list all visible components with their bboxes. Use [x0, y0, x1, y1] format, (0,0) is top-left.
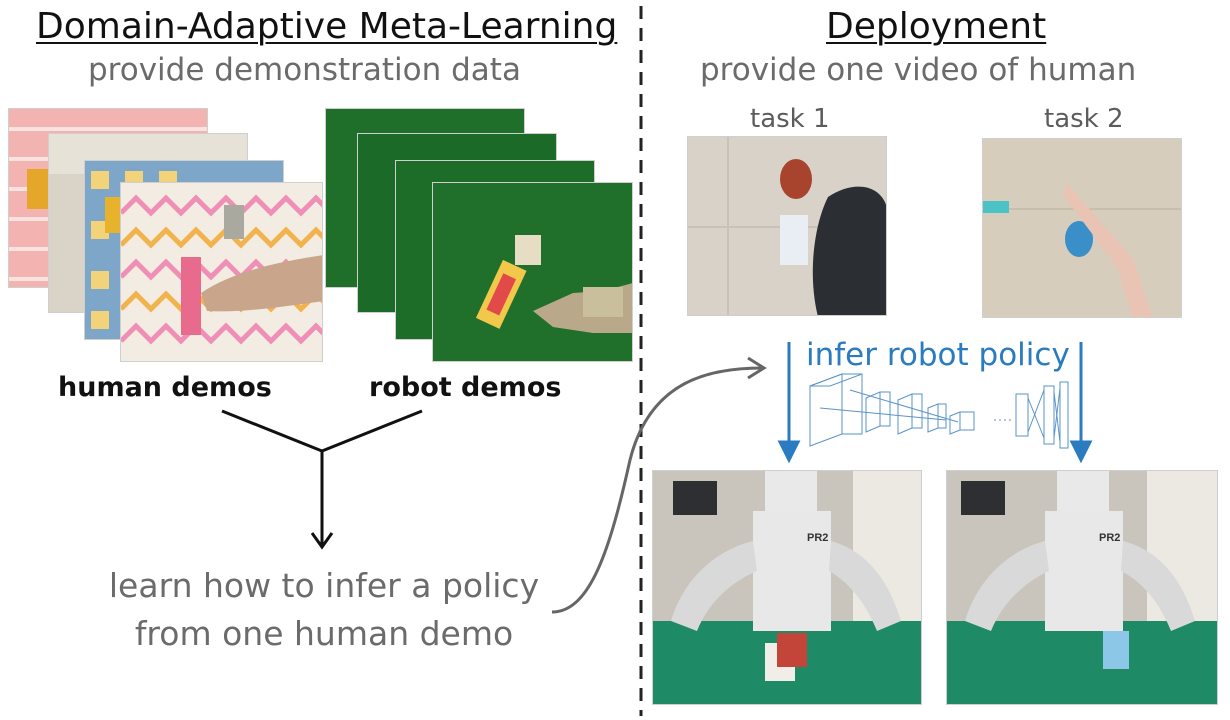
task-1-robot-execution: PR2 — [652, 470, 922, 705]
human-demo-frame-4 — [120, 182, 323, 362]
human-demos-label: human demos — [58, 372, 272, 403]
inference-arrowhead-left — [777, 440, 801, 464]
meta-learning-title: Domain-Adaptive Meta-Learning — [36, 6, 618, 47]
deployment-title: Deployment — [826, 6, 1047, 47]
human-video-subtitle: provide one video of human — [700, 52, 1137, 88]
task-1-human-video — [687, 136, 887, 316]
robot-demo-frame-4 — [432, 182, 633, 362]
curved-connector-arrow — [551, 356, 767, 614]
task-2-human-video — [982, 138, 1182, 318]
learn-policy-caption: learn how to infer a policy from one hum… — [94, 562, 554, 658]
pr2-badge-2: PR2 — [1099, 532, 1120, 544]
policy-network-diagram — [777, 342, 1093, 464]
merge-arrow — [221, 409, 423, 550]
infer-policy-label: infer robot policy — [806, 337, 1070, 373]
section-divider — [639, 6, 643, 716]
robot-demos-label: robot demos — [369, 372, 562, 403]
pr2-badge-1: PR2 — [807, 532, 828, 544]
learn-line-1: learn how to infer a policy — [108, 566, 540, 605]
task-2-label: task 2 — [1044, 104, 1124, 134]
task-1-label: task 1 — [750, 104, 830, 134]
demonstration-subtitle: provide demonstration data — [88, 52, 521, 88]
inference-arrowhead-right — [1069, 440, 1093, 464]
learn-line-2: from one human demo — [134, 614, 514, 653]
task-2-robot-execution: PR2 — [946, 470, 1218, 705]
